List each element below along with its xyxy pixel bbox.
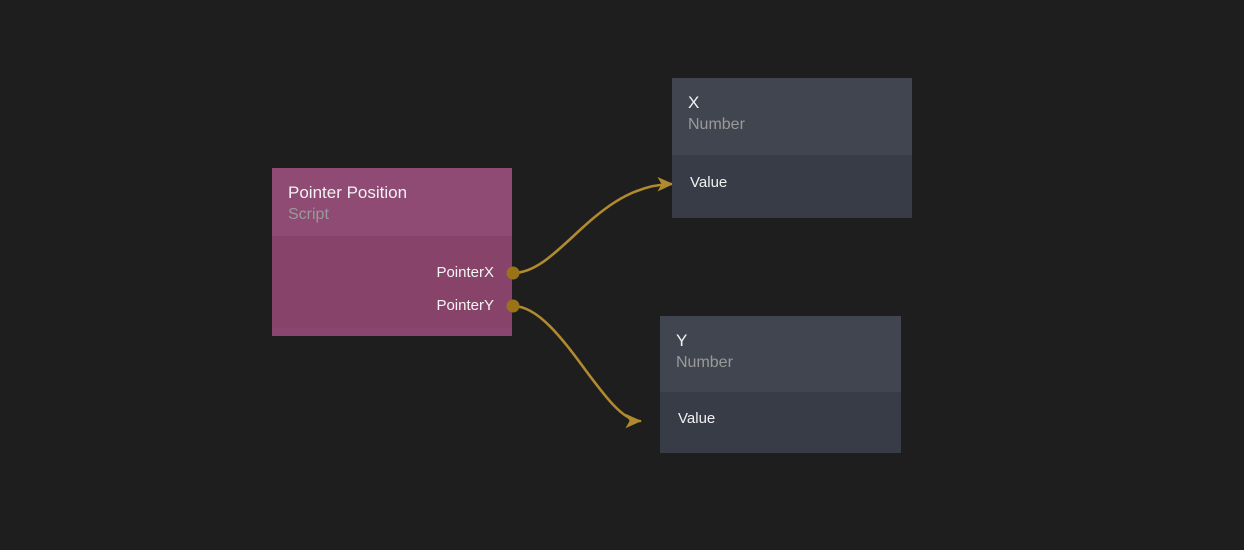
output-port-row-pointery[interactable]: PointerY [272,295,512,317]
input-port-label: Value [690,174,728,191]
node-subtitle: Script [288,206,329,223]
node-subtitle: Number [676,354,733,371]
node-header[interactable]: Pointer Position Script [272,168,512,236]
node-x[interactable]: X Number Value [672,78,912,218]
input-port-row-value[interactable]: Value [660,408,901,430]
node-body: Value [660,392,901,453]
output-port-label: PointerY [436,297,494,314]
node-header[interactable]: X Number [672,78,912,155]
output-port-dot-pointery[interactable] [506,299,520,313]
node-body: PointerX PointerY [272,236,512,328]
connection-pointery-to-y[interactable] [511,304,642,429]
input-port-row-value[interactable]: Value [672,172,912,194]
output-port-row-pointerx[interactable]: PointerX [272,262,512,284]
connection-pointerx-to-x[interactable] [511,176,674,275]
output-port-dot-pointerx[interactable] [506,266,520,280]
output-port-label: PointerX [436,264,494,281]
node-pointer-position[interactable]: Pointer Position Script PointerX Pointer… [272,168,512,336]
node-title: Pointer Position [288,183,408,202]
node-y[interactable]: Y Number Value [660,316,901,453]
input-port-label: Value [678,410,716,427]
node-body: Value [672,155,912,218]
node-title: X [688,93,700,112]
node-title: Y [676,331,688,350]
node-subtitle: Number [688,116,745,133]
node-header[interactable]: Y Number [660,316,901,392]
